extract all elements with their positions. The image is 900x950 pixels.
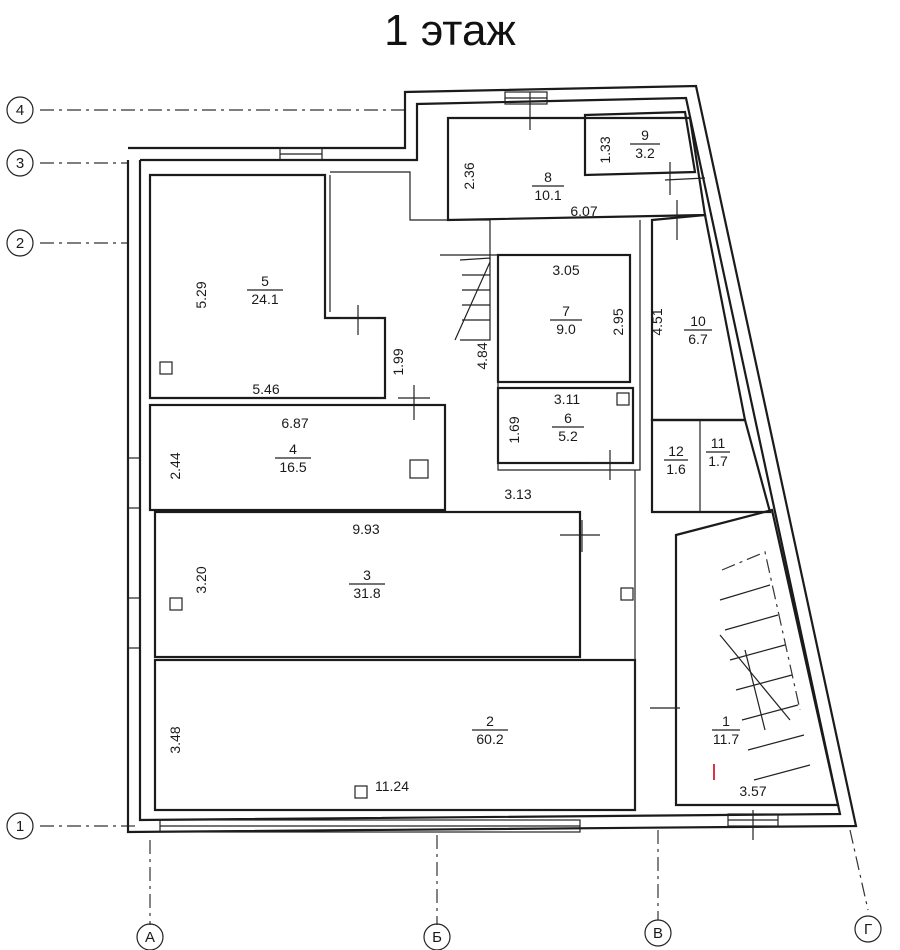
room-label-12: 12 1.6 bbox=[664, 443, 688, 477]
page-title: 1 этаж bbox=[384, 6, 516, 55]
dim-label: 3.05 bbox=[552, 262, 579, 278]
svg-text:60.2: 60.2 bbox=[476, 731, 503, 747]
room-label-4: 4 16.5 bbox=[275, 441, 311, 475]
axis-bubble-col-g: Г bbox=[854, 915, 882, 943]
dim-label: 11.24 bbox=[375, 778, 409, 794]
svg-text:5: 5 bbox=[261, 273, 269, 289]
dim-label: 4.84 bbox=[474, 342, 490, 369]
svg-text:1.7: 1.7 bbox=[708, 453, 728, 469]
dim-label: 2.44 bbox=[167, 452, 183, 479]
axis-bubble-col-v: В bbox=[644, 919, 672, 947]
axis-label: Б bbox=[432, 929, 442, 946]
dim-label: 1.99 bbox=[390, 348, 406, 375]
svg-text:1.6: 1.6 bbox=[666, 461, 686, 477]
svg-text:9.0: 9.0 bbox=[556, 321, 576, 337]
dim-label: 3.57 bbox=[739, 783, 766, 799]
dim-label: 6.07 bbox=[570, 203, 597, 219]
axis-bubble-col-b: Б bbox=[423, 923, 451, 950]
svg-text:2: 2 bbox=[486, 713, 494, 729]
dim-label: 5.29 bbox=[193, 281, 209, 308]
svg-text:6: 6 bbox=[564, 410, 572, 426]
axis-label: В bbox=[653, 925, 663, 942]
axis-bubble-col-a: А bbox=[136, 923, 164, 950]
room-label-6: 6 5.2 bbox=[552, 410, 584, 444]
axis-lines bbox=[40, 109, 869, 925]
svg-text:12: 12 bbox=[668, 443, 684, 459]
svg-text:10: 10 bbox=[690, 313, 706, 329]
axis-label: 4 bbox=[16, 102, 24, 119]
svg-text:1: 1 bbox=[722, 713, 730, 729]
axis-bubble-row-3: 3 bbox=[6, 149, 34, 177]
svg-text:16.5: 16.5 bbox=[279, 459, 306, 475]
dim-label: 3.13 bbox=[504, 486, 531, 502]
axis-label: 1 bbox=[16, 818, 24, 835]
axis-bubble-row-4: 4 bbox=[6, 96, 34, 124]
axis-label: А bbox=[145, 929, 155, 946]
dim-label: 2.36 bbox=[461, 162, 477, 189]
room-label-7: 7 9.0 bbox=[550, 303, 582, 337]
room-label-3: 3 31.8 bbox=[349, 567, 385, 601]
svg-text:8: 8 bbox=[544, 169, 552, 185]
door-marks bbox=[340, 92, 754, 840]
dim-label: 3.48 bbox=[167, 726, 183, 753]
axis-bubble-row-2: 2 bbox=[6, 229, 34, 257]
outer-walls bbox=[126, 84, 858, 834]
room-label-5: 5 24.1 bbox=[247, 273, 283, 307]
column-markers bbox=[159, 361, 634, 799]
room-label-11: 11 1.7 bbox=[706, 435, 730, 469]
svg-text:9: 9 bbox=[641, 127, 649, 143]
dim-label: 4.51 bbox=[649, 308, 665, 335]
axis-label: 2 bbox=[16, 235, 24, 252]
svg-text:3: 3 bbox=[363, 567, 371, 583]
svg-text:5.2: 5.2 bbox=[558, 428, 578, 444]
dim-label: 3.20 bbox=[193, 566, 209, 593]
svg-text:3.2: 3.2 bbox=[635, 145, 655, 161]
svg-text:4: 4 bbox=[289, 441, 297, 457]
dim-label: 6.87 bbox=[281, 415, 308, 431]
dim-label: 1.69 bbox=[506, 416, 522, 443]
dim-label: 9.93 bbox=[352, 521, 379, 537]
axis-bubble-row-1: 1 bbox=[6, 812, 34, 840]
room-label-9: 9 3.2 bbox=[630, 127, 660, 161]
dimension-labels: 2.36 6.07 1.33 5.29 5.46 1.99 3.05 2.95 … bbox=[167, 136, 767, 799]
room-label-1: 1 11.7 bbox=[712, 713, 740, 747]
svg-text:6.7: 6.7 bbox=[688, 331, 708, 347]
axis-label: 3 bbox=[16, 155, 24, 172]
dim-label: 3.11 bbox=[554, 391, 580, 407]
svg-text:31.8: 31.8 bbox=[353, 585, 380, 601]
dim-label: 1.33 bbox=[597, 136, 613, 163]
svg-text:11.7: 11.7 bbox=[713, 731, 739, 747]
room-label-2: 2 60.2 bbox=[472, 713, 508, 747]
svg-text:11: 11 bbox=[711, 435, 726, 451]
dim-label: 2.95 bbox=[610, 308, 626, 335]
room-label-8: 8 10.1 bbox=[532, 169, 564, 203]
svg-text:24.1: 24.1 bbox=[251, 291, 278, 307]
room-label-10: 10 6.7 bbox=[684, 313, 712, 347]
axis-label: Г bbox=[864, 921, 872, 938]
svg-text:7: 7 bbox=[562, 303, 570, 319]
dim-label: 5.46 bbox=[252, 381, 279, 397]
svg-text:10.1: 10.1 bbox=[534, 187, 561, 203]
interior-walls bbox=[148, 110, 840, 812]
